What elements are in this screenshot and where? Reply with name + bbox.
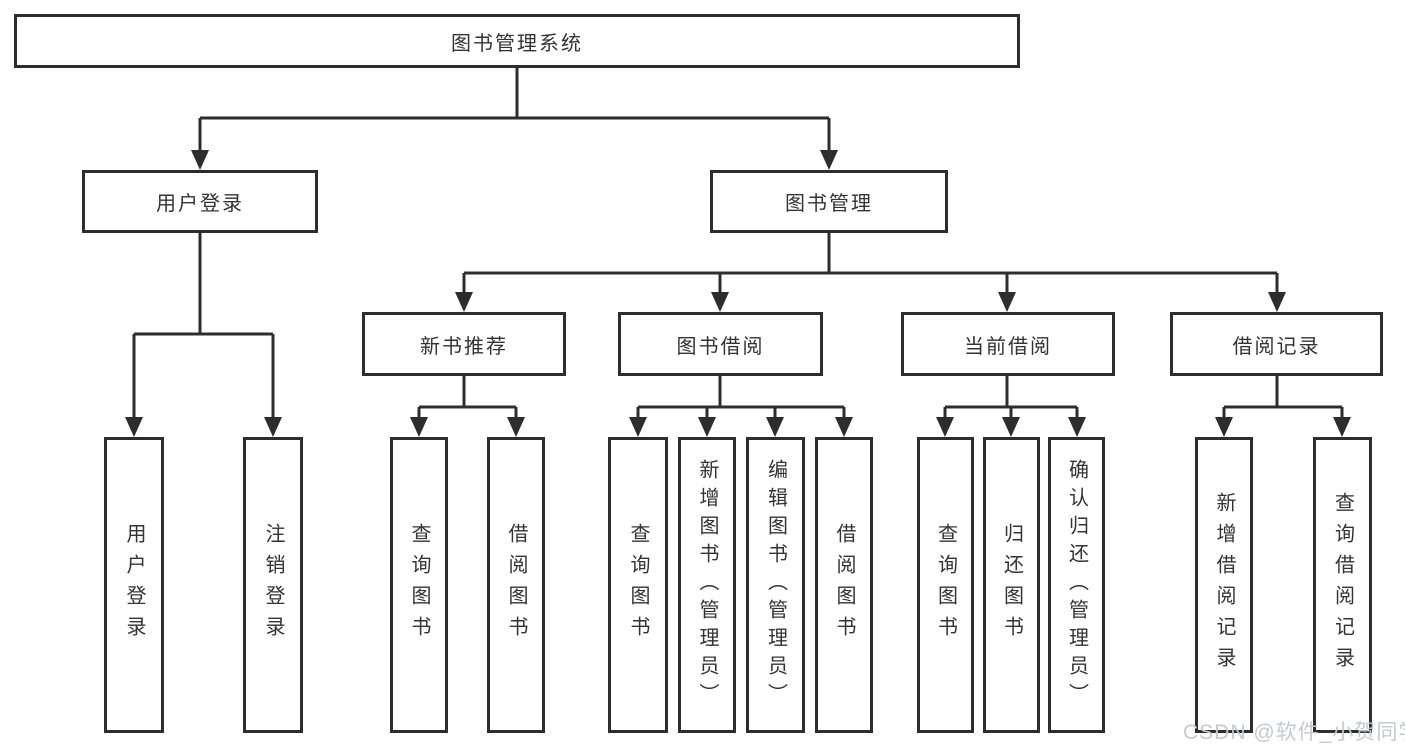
arrow-down-icon	[455, 292, 473, 312]
node-label: 注销登录	[262, 523, 284, 647]
node-label: 用户登录	[156, 193, 244, 215]
arrow-down-icon	[1068, 417, 1086, 437]
node-new-book-recommend: 新书推荐	[362, 312, 566, 376]
leaf-user-login: 用户登录	[104, 437, 164, 733]
connector-line	[462, 233, 1279, 293]
arrow-down-icon	[936, 417, 954, 437]
node-label: 归还图书	[1000, 523, 1023, 647]
arrow-down-icon	[629, 417, 647, 437]
leaf-logout: 注销登录	[243, 437, 303, 733]
leaf-query-borrow-record: 查询借阅记录	[1313, 437, 1372, 733]
arrow-down-icon	[1002, 417, 1020, 437]
node-borrow-records: 借阅记录	[1170, 312, 1383, 376]
leaf-query-book-recommend: 查询图书	[390, 437, 448, 733]
leaf-borrow-book: 借阅图书	[815, 437, 873, 733]
leaf-return-book: 归还图书	[983, 437, 1040, 733]
arrow-down-icon	[410, 417, 428, 437]
node-label: 用户登录	[123, 523, 145, 647]
node-label: 新增借阅记录	[1213, 492, 1235, 678]
arrow-down-icon	[1215, 417, 1233, 437]
node-label: 查询借阅记录	[1331, 492, 1354, 678]
connector-line	[132, 233, 275, 418]
arrow-down-icon	[998, 292, 1016, 312]
leaf-query-book-borrow: 查询图书	[608, 437, 668, 733]
arrow-down-icon	[766, 417, 784, 437]
leaf-add-borrow-record: 新增借阅记录	[1195, 437, 1253, 733]
node-label: 借阅图书	[505, 523, 527, 647]
arrow-down-icon	[820, 150, 838, 170]
node-label: 图书管理	[785, 193, 873, 215]
node-current-borrow: 当前借阅	[901, 312, 1115, 376]
arrow-down-icon	[1268, 292, 1286, 312]
node-label: 借阅图书	[833, 523, 855, 647]
leaf-borrow-book-recommend: 借阅图书	[487, 437, 545, 733]
node-label: 查询图书	[408, 523, 430, 647]
node-book-management: 图书管理	[710, 170, 948, 233]
connector-line	[943, 376, 1079, 418]
node-label: 图书管理系统	[451, 32, 583, 55]
leaf-confirm-return-admin: 确认归还（管理员）	[1048, 437, 1105, 733]
connector-line	[198, 68, 831, 151]
node-book-borrow: 图书借阅	[618, 312, 823, 376]
node-user-login: 用户登录	[82, 170, 318, 233]
arrow-down-icon	[1333, 417, 1351, 437]
arrow-down-icon	[507, 417, 525, 437]
node-label: 查询图书	[627, 523, 649, 647]
arrow-down-icon	[191, 150, 209, 170]
node-label: 图书借阅	[676, 335, 765, 358]
leaf-query-book-current: 查询图书	[917, 437, 974, 733]
node-root: 图书管理系统	[14, 14, 1020, 68]
node-label: 确认归还（管理员）	[1065, 459, 1088, 711]
arrow-down-icon	[835, 417, 853, 437]
connector-line	[417, 376, 518, 418]
node-label: 新增图书（管理员）	[696, 459, 718, 711]
connector-line	[636, 376, 846, 418]
watermark: CSDN @软件_小贺同学	[1183, 721, 1405, 744]
leaf-add-book-admin: 新增图书（管理员）	[678, 437, 736, 733]
connector-line	[1222, 376, 1344, 418]
arrow-down-icon	[125, 417, 143, 437]
node-label: 借阅记录	[1232, 335, 1321, 358]
leaf-edit-book-admin: 编辑图书（管理员）	[746, 437, 805, 733]
node-label: 编辑图书（管理员）	[764, 459, 787, 711]
arrow-down-icon	[711, 292, 729, 312]
node-label: 查询图书	[934, 523, 957, 647]
arrow-down-icon	[264, 417, 282, 437]
node-label: 当前借阅	[964, 335, 1052, 358]
arrow-down-icon	[698, 417, 716, 437]
node-label: 新书推荐	[420, 335, 508, 358]
